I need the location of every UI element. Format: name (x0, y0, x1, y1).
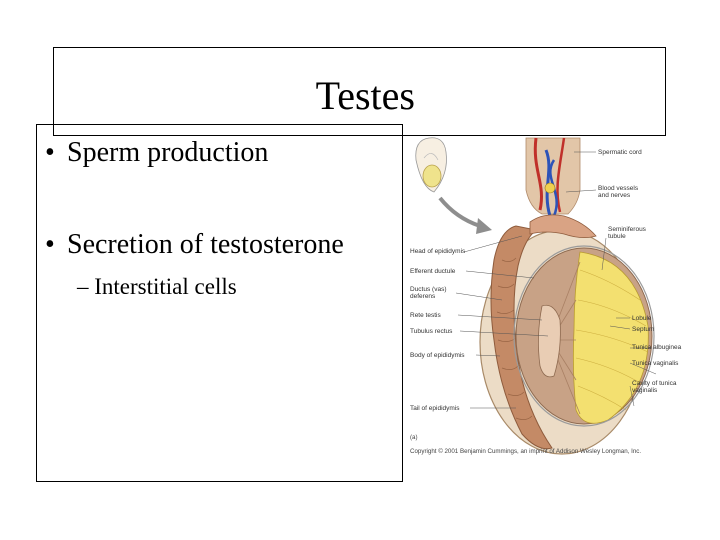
label-tail-of-epididymis: Tail of epididymis (410, 405, 460, 412)
sub-bullet-marker: – (77, 274, 89, 299)
label-rete-testis: Rete testis (410, 312, 441, 319)
label-blood-vessels: Blood vessels and nerves (598, 185, 639, 199)
bullet-text: Secretion of testosterone (67, 229, 344, 260)
bullet-marker: • (45, 229, 55, 260)
bullet-item: • Secretion of testosterone (45, 229, 344, 261)
rete-testis (538, 304, 561, 378)
slide-title: Testes (315, 73, 415, 118)
bullet-marker: • (45, 137, 55, 168)
arrow-head (476, 218, 492, 234)
label-lobule: Lobule (632, 315, 652, 322)
label-body-of-epididymis: Body of epididymis (410, 352, 465, 359)
testis-anatomy-figure: Head of epididymis Efferent ductule Duct… (404, 130, 702, 460)
copyright-line: Copyright © 2001 Benjamin Cummings, an i… (410, 448, 642, 455)
label-tubulus-rectus: Tubulus rectus (410, 328, 453, 335)
tunica-albuginea (513, 245, 655, 427)
label-seminiferous-tubule: Seminiferous tubule (608, 226, 646, 240)
label-septum: Septum (632, 326, 655, 333)
label-leaders (455, 151, 657, 409)
epididymis (490, 225, 553, 450)
label-spermatic-cord: Spermatic cord (598, 149, 642, 156)
sub-bullet-item: – Interstitial cells (77, 273, 237, 301)
label-efferent-ductule: Efferent ductule (410, 268, 456, 275)
sub-bullet-text: Interstitial cells (94, 274, 237, 299)
label-cavity-of-tunica-vaginalis: Cavity of tunica vaginalis (632, 380, 677, 394)
bullet-item: • Sperm production (45, 137, 268, 169)
scrotum-inset (415, 137, 447, 193)
testis-illustration (415, 137, 657, 455)
pointer-arrow (438, 196, 481, 228)
epididymis-head (529, 214, 597, 238)
label-head-of-epididymis: Head of epididymis (410, 248, 466, 255)
label-ductus-deferens: Ductus (vas) deferens (410, 286, 447, 300)
content-placeholder: • Sperm production • Secretion of testoste… (36, 124, 403, 482)
label-tunica-albuginea: Tunica albuginea (632, 344, 682, 351)
spermatic-cord (525, 137, 581, 217)
title-placeholder: Testes (53, 47, 666, 136)
label-tunica-vaginalis: Tunica vaginalis (632, 360, 679, 367)
panel-label: (a) (410, 434, 418, 441)
bullet-text: Sperm production (67, 137, 269, 168)
